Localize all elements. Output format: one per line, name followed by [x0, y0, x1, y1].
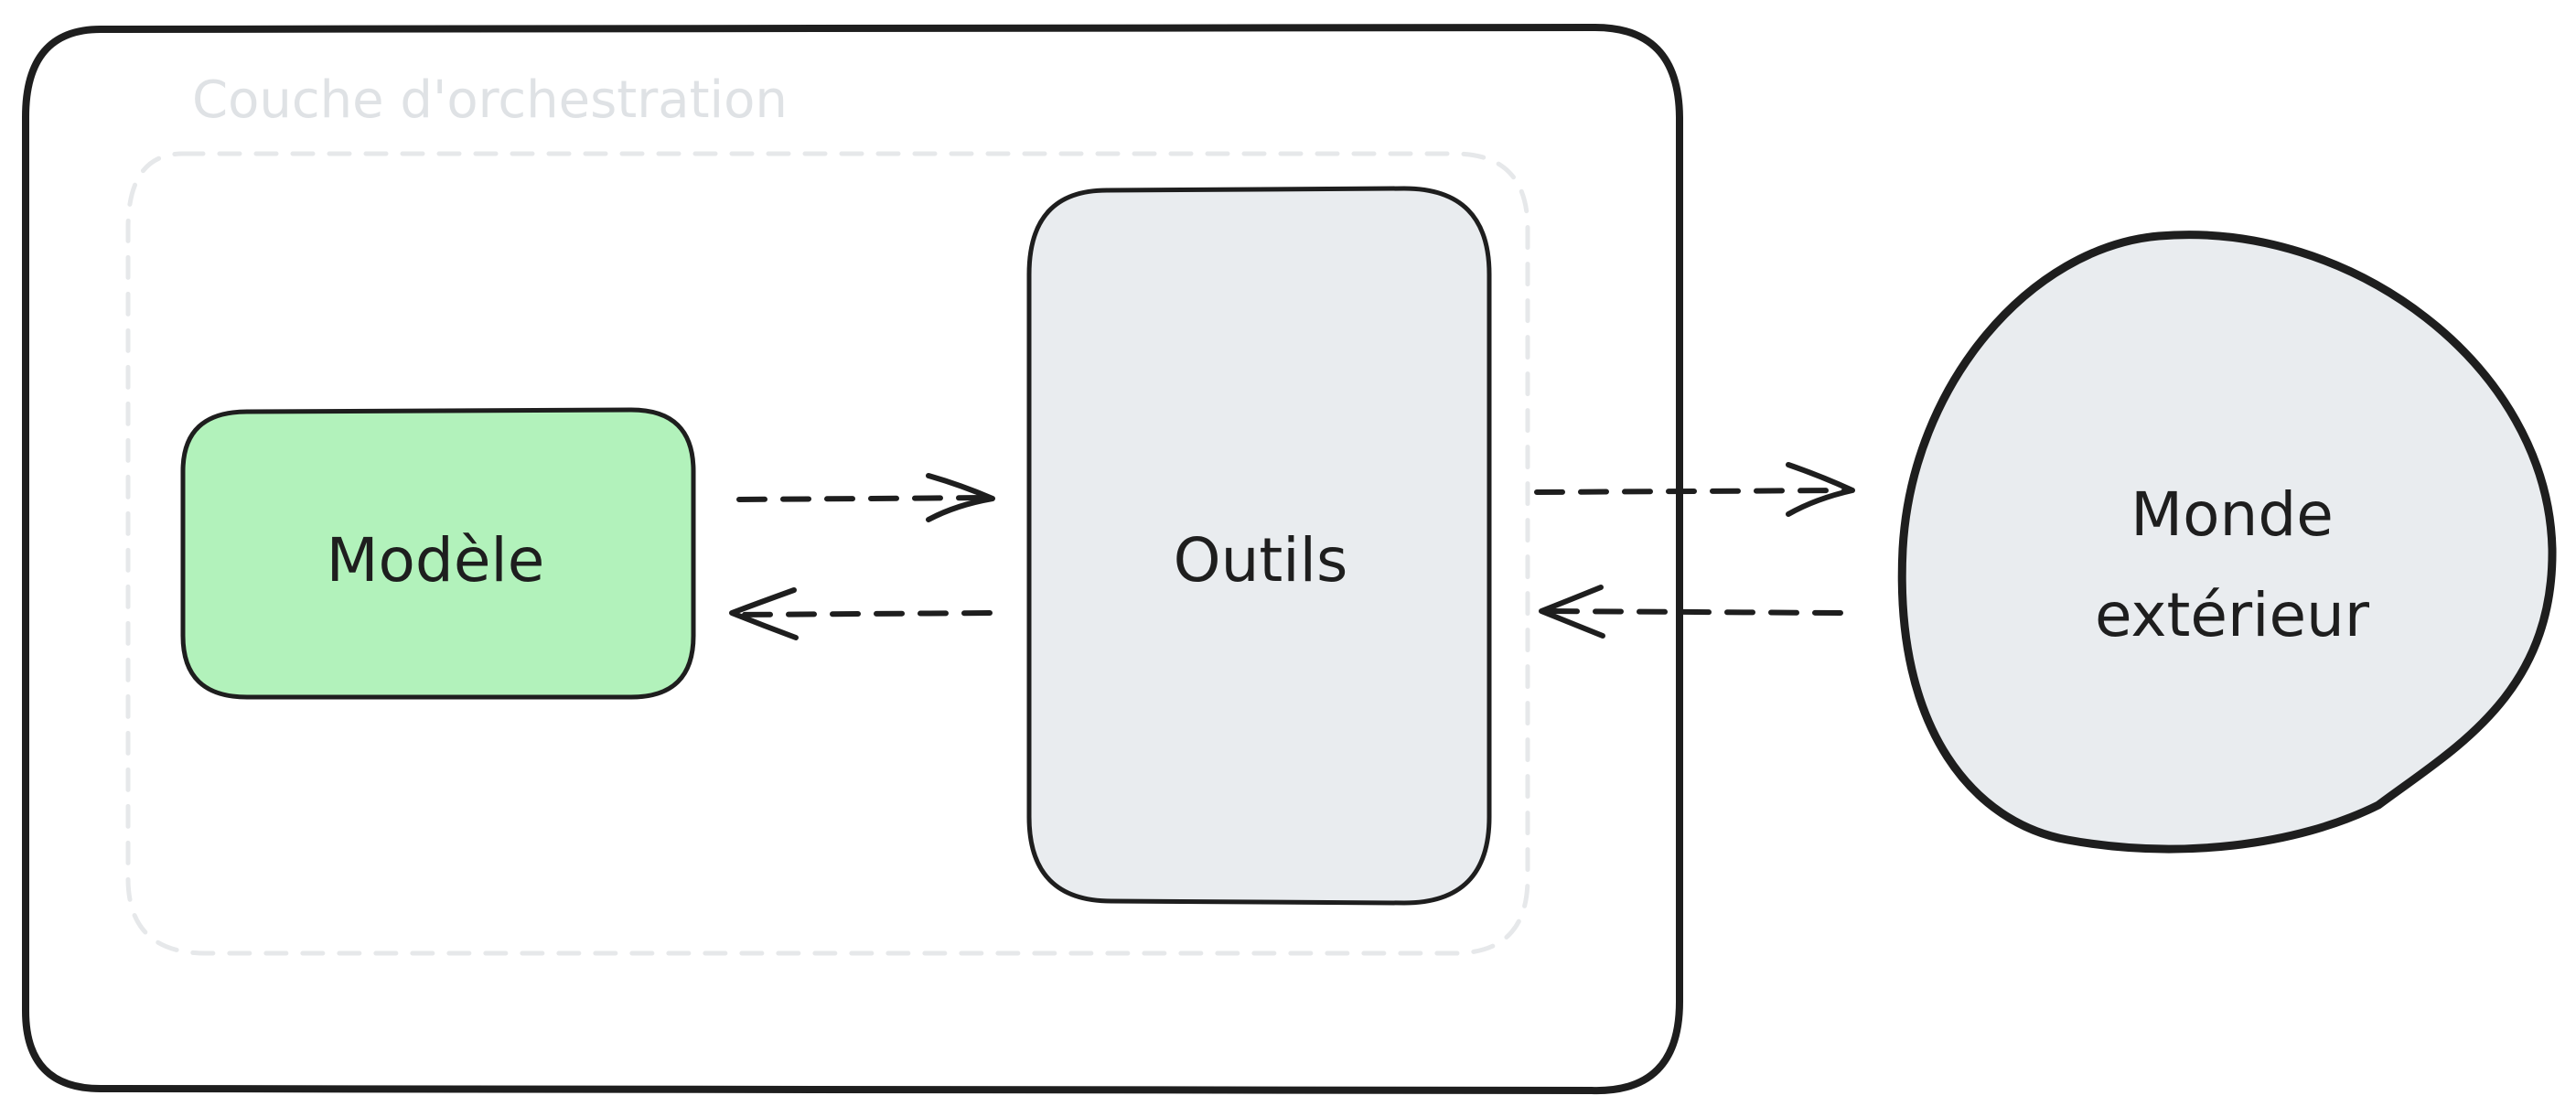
tools-node: [1026, 186, 1492, 906]
arrow-model-to-tools: [736, 473, 995, 522]
world-label-line2: extérieur: [2095, 580, 2370, 650]
arrow-tools-to-world: [1534, 462, 1855, 517]
model-node: [180, 407, 696, 700]
orchestration-layer-label: Couche d'orchestration: [192, 70, 788, 130]
tools-label: Outils: [1174, 525, 1348, 596]
arrow-world-to-tools: [1539, 585, 1843, 639]
model-label: Modèle: [327, 525, 545, 596]
world-label-line1: Monde: [2131, 479, 2334, 550]
orchestration-layer-border: [125, 151, 1530, 956]
world-node: [1897, 231, 2557, 854]
arrow-tools-to-model: [729, 587, 993, 640]
